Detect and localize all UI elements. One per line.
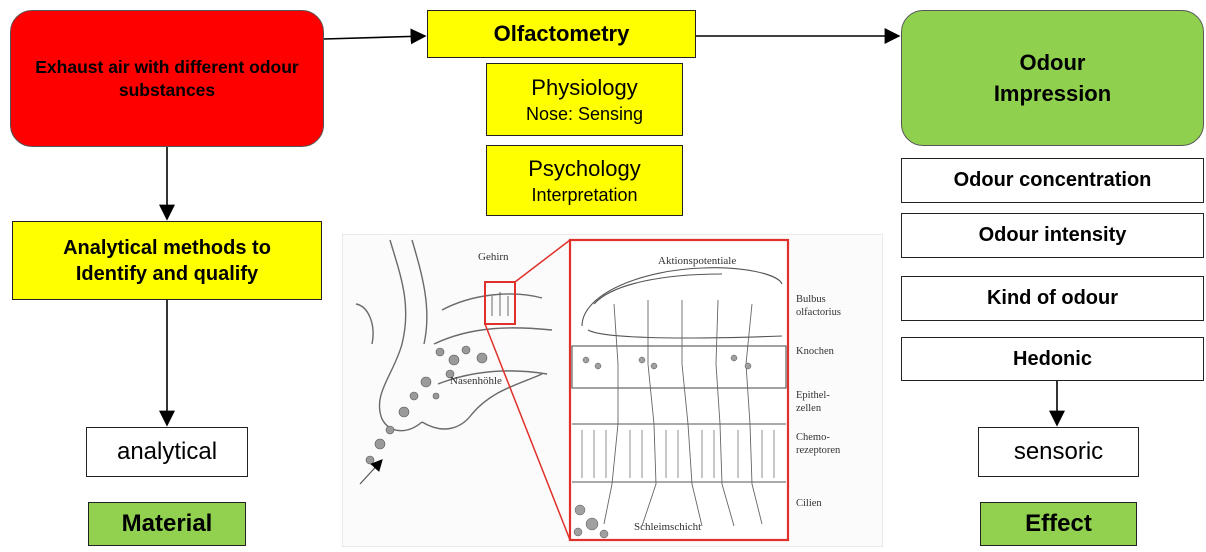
arrow-source-to-olfactometry — [324, 36, 425, 39]
odour-concentration-label: Odour concentration — [954, 169, 1152, 192]
kind-of-odour-box: Kind of odour — [901, 276, 1204, 321]
olfactometry-box: Olfactometry — [427, 10, 696, 58]
odour-intensity-box: Odour intensity — [901, 213, 1204, 258]
effect-tag: Effect — [980, 502, 1137, 546]
label-epithel-1: Epithel- — [796, 390, 830, 401]
analytical-methods-label: Analytical methods to Identify and quali… — [25, 235, 309, 287]
label-epithel-2: zellen — [796, 403, 822, 414]
label-aktionspotentiale: Aktionspotentiale — [658, 255, 736, 267]
label-nasenhoehle: Nasenhöhle — [450, 375, 502, 387]
label-chemo-1: Chemo- — [796, 432, 830, 443]
physiology-sub: Nose: Sensing — [526, 102, 643, 126]
label-chemo-2: rezeptoren — [796, 445, 841, 456]
psychology-sub: Interpretation — [531, 183, 637, 207]
olfactometry-label: Olfactometry — [494, 21, 630, 47]
hedonic-box: Hedonic — [901, 337, 1204, 381]
analytical-box: analytical — [86, 427, 248, 477]
psychology-box: Psychology Interpretation — [486, 145, 683, 216]
odour-concentration-box: Odour concentration — [901, 158, 1204, 203]
material-tag: Material — [88, 502, 246, 546]
physiology-title: Physiology — [531, 74, 637, 102]
odour-intensity-label: Odour intensity — [979, 224, 1127, 247]
material-label: Material — [122, 510, 213, 538]
exhaust-air-label: Exhaust air with different odour substan… — [35, 56, 299, 102]
analytical-label: analytical — [117, 438, 217, 466]
effect-label: Effect — [1025, 510, 1092, 538]
sensoric-box: sensoric — [978, 427, 1139, 477]
label-gehirn: Gehirn — [478, 251, 509, 263]
exhaust-air-box: Exhaust air with different odour substan… — [10, 10, 324, 147]
psychology-title: Psychology — [528, 155, 641, 183]
nose-illustration: Gehirn Nasenhöhle Aktionspotentiale Bulb… — [342, 234, 883, 547]
zoom-panel — [570, 240, 788, 540]
kind-of-odour-label: Kind of odour — [987, 287, 1118, 310]
label-bulbus-2: olfactorius — [796, 307, 841, 318]
physiology-box: Physiology Nose: Sensing — [486, 63, 683, 136]
label-schleimschicht: Schleimschicht — [634, 521, 701, 533]
label-bulbus-1: Bulbus — [796, 294, 826, 305]
label-knochen: Knochen — [796, 346, 835, 357]
sensoric-label: sensoric — [1014, 438, 1103, 466]
odour-impression-box: Odour Impression — [901, 10, 1204, 146]
hedonic-label: Hedonic — [1013, 348, 1092, 371]
odour-impression-label: Odour Impression — [962, 47, 1143, 109]
label-cilien: Cilien — [796, 498, 822, 509]
analytical-methods-box: Analytical methods to Identify and quali… — [12, 221, 322, 300]
